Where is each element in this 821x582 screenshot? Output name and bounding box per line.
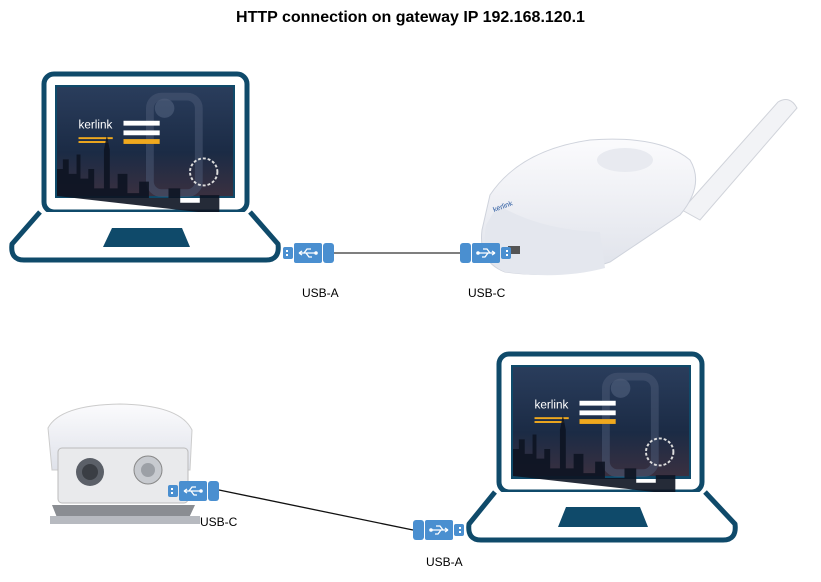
usb-a-plug-top [282, 242, 335, 264]
usb-a-plug-bottom [412, 519, 465, 541]
laptop-top [9, 71, 281, 263]
bottom-usb-cable [218, 489, 414, 531]
usb-a-label-top: USB-A [302, 286, 339, 300]
usb-a-label-bottom: USB-A [426, 555, 463, 569]
usb-c-label-bottom: USB-C [200, 515, 238, 529]
diagram-title: HTTP connection on gateway IP 192.168.12… [236, 9, 585, 26]
outdoor-gateway [47, 403, 200, 524]
laptop-bottom [466, 351, 738, 543]
indoor-gateway: kerlink [480, 99, 798, 276]
usb-c-label-top: USB-C [468, 286, 506, 300]
